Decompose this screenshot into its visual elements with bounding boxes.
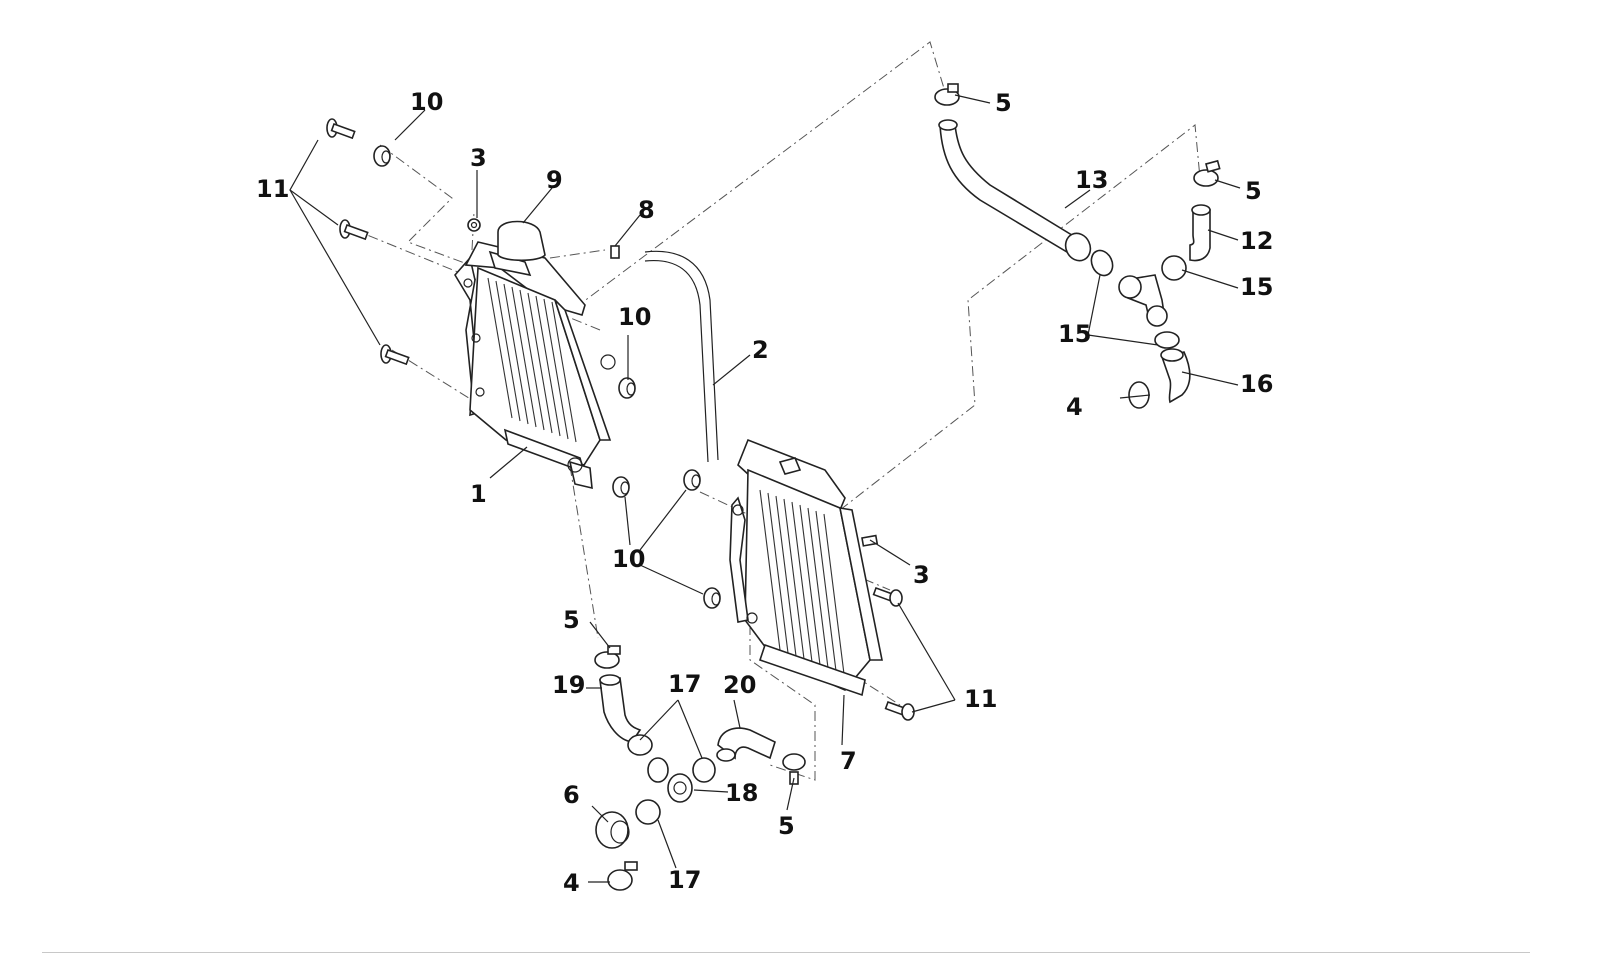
callout-1: 1: [470, 480, 487, 508]
grommet-part-10-mid: [618, 377, 636, 399]
hose-clamp-part-15-b: [1161, 255, 1187, 281]
connector-part-18: [647, 757, 693, 803]
callout-labels: 1 2 3 3 4 4 5 5 5 5 6 7 8 9 10 10 10 11 …: [256, 88, 1273, 897]
hose-clip-part-8: [610, 245, 620, 259]
hose-clamp-part-15-a: [1090, 249, 1114, 277]
screw-part-3-top: [467, 218, 481, 232]
callout-2: 2: [752, 336, 769, 364]
fitting-part-6: [595, 811, 630, 849]
hose-elbow-part-16: [1160, 348, 1191, 404]
grommet-part-10-top: [373, 145, 391, 167]
right-radiator-part-7: [729, 438, 883, 697]
upper-hose-part-13: [938, 119, 1092, 262]
y-connector-housing: [1118, 274, 1168, 327]
callout-17-top: 17: [668, 670, 701, 698]
bolt-part-11-top: [326, 118, 356, 140]
callout-10-lower: 10: [612, 545, 645, 573]
callout-17-bottom: 17: [668, 866, 701, 894]
lower-hose-part-19: [599, 674, 642, 743]
hose-clamp-part-5-top-right: [1193, 159, 1221, 187]
callout-16: 16: [1240, 370, 1273, 398]
callout-7: 7: [840, 747, 857, 775]
callout-12: 12: [1240, 227, 1273, 255]
callout-3-right: 3: [913, 561, 930, 589]
callout-15-left: 15: [1058, 320, 1091, 348]
callout-10-mid: 10: [618, 303, 651, 331]
callout-8: 8: [638, 196, 655, 224]
callout-5-lower-left: 5: [563, 606, 580, 634]
callout-6: 6: [563, 781, 580, 809]
grommet-part-10-lower-b: [683, 469, 701, 491]
callout-4-bottom: 4: [563, 869, 580, 897]
callout-11-left: 11: [256, 175, 289, 203]
bottom-divider: [42, 952, 1530, 953]
bolt-part-11-bottom: [380, 344, 410, 366]
hose-clamp-part-4-bottom: [607, 861, 638, 891]
callout-5-top-right: 5: [1245, 177, 1262, 205]
bolt-part-11-middle: [339, 219, 369, 241]
hose-elbow-part-20: [716, 727, 776, 762]
callout-4-right: 4: [1066, 393, 1083, 421]
grommet-part-10-lower-c: [703, 587, 721, 609]
callout-3-top: 3: [470, 144, 487, 172]
bolt-part-11-right-top: [872, 586, 903, 607]
hose-clamp-part-15-c: [1154, 331, 1180, 349]
callout-15-right: 15: [1240, 273, 1273, 301]
left-radiator-part-1: [454, 220, 616, 490]
callout-5-lower-right: 5: [778, 812, 795, 840]
callout-18: 18: [725, 779, 758, 807]
breather-hose-part-2: [644, 250, 719, 463]
hose-clamp-part-17-b: [692, 757, 716, 783]
screw-part-3-right: [861, 534, 879, 547]
callout-5-top-center: 5: [995, 89, 1012, 117]
callout-20: 20: [723, 671, 756, 699]
callout-11-right: 11: [964, 685, 997, 713]
hose-elbow-part-12: [1189, 204, 1211, 262]
callout-10-top: 10: [410, 88, 443, 116]
leader-lines: [289, 94, 1241, 883]
callout-9: 9: [546, 166, 563, 194]
hose-clamp-part-17-a: [627, 734, 653, 756]
hose-clamp-part-5-top-center: [934, 83, 960, 106]
hose-clamp-part-5-lower-left: [594, 645, 621, 669]
callout-19: 19: [552, 671, 585, 699]
assembly-guide-lines: [349, 41, 1201, 781]
grommet-part-10-lower-a: [612, 476, 630, 498]
hose-clamp-part-17-c: [635, 799, 661, 825]
callout-13: 13: [1075, 166, 1108, 194]
